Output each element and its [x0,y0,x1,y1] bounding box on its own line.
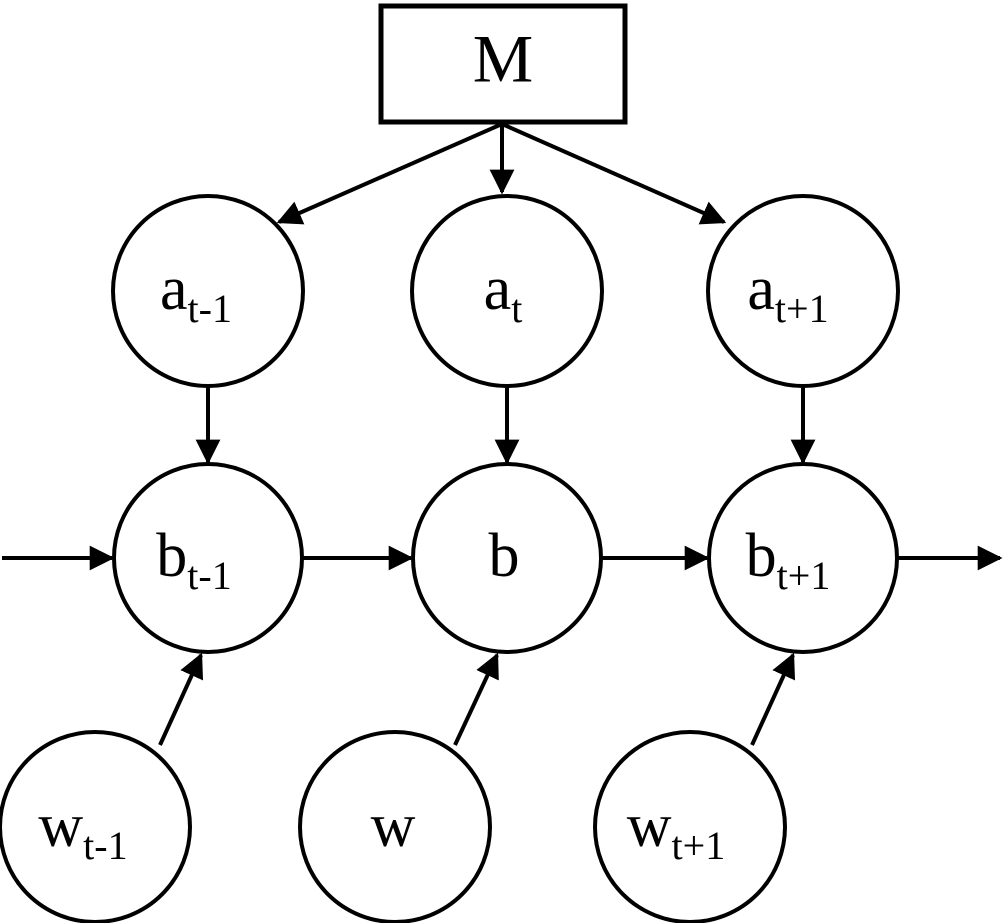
a-next-sub: t+1 [775,286,829,331]
b-cur-base: b [489,522,520,590]
a-prev-circle [111,194,305,388]
a-prev-label: at-1 [160,255,232,331]
node-b-prev[interactable]: bt-1 [112,462,304,654]
a-next-label: at+1 [747,255,828,331]
node-a-next[interactable]: at+1 [706,194,900,388]
b-prev-base: b [156,522,187,590]
edge-w-next-to-b-next [750,652,796,746]
b-next-base: b [746,522,777,590]
memory-box-rect [378,3,628,125]
node-a-cur[interactable]: at [410,194,604,388]
edge-m-to-a-prev [276,122,503,225]
memory-box-label: M [473,21,533,97]
b-next-label: bt+1 [746,522,831,598]
a-cur-circle [410,194,604,388]
edge-m-to-a-next [501,122,727,225]
edge-w-cur-to-b-cur [453,652,499,746]
w-prev-base: w [38,792,83,860]
a-next-base: a [747,255,775,323]
a-prev-base: a [160,255,188,323]
b-next-sub: t+1 [777,553,831,598]
node-b-next[interactable]: bt+1 [707,462,899,654]
node-b-cur[interactable]: b [411,462,603,654]
a-cur-label: at [484,255,523,331]
w-cur-base: w [371,792,416,860]
a-cur-sub: t [511,286,522,331]
w-next-circle [593,730,787,923]
w-prev-circle [0,730,192,923]
a-next-circle [706,194,900,388]
w-prev-label: wt-1 [38,792,127,868]
w-cur-circle [298,730,492,923]
w-next-sub: t+1 [672,823,726,868]
node-w-prev[interactable]: wt-1 [0,730,192,923]
w-next-base: w [627,792,672,860]
w-prev-sub: t-1 [83,823,127,868]
b-cur-label: b [489,522,520,590]
b-next-circle [707,462,899,654]
edge-w-prev-to-b-prev [158,652,204,746]
a-prev-sub: t-1 [188,286,232,331]
b-prev-sub: t-1 [187,553,231,598]
node-w-cur[interactable]: w [298,730,492,923]
w-next-label: wt+1 [627,792,725,868]
node-a-prev[interactable]: at-1 [111,194,305,388]
b-cur-circle [411,462,603,654]
node-memory-box[interactable]: M [378,3,628,125]
b-prev-label: bt-1 [156,522,231,598]
w-cur-label: w [371,792,416,860]
node-w-next[interactable]: wt+1 [593,730,787,923]
a-cur-base: a [484,255,512,323]
b-prev-circle [112,462,304,654]
